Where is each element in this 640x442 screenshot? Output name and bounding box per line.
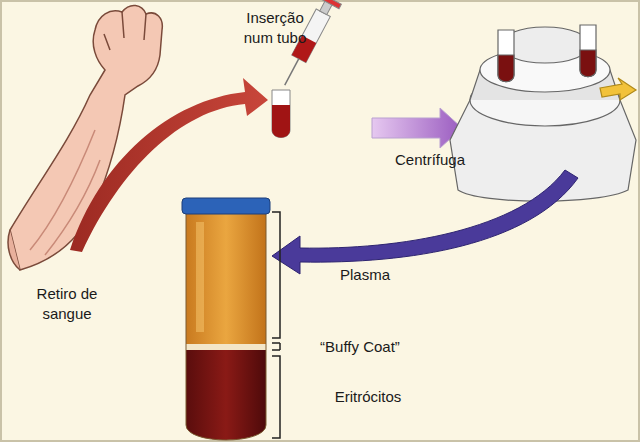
test-tube: [272, 90, 290, 138]
separated-blood-tube: [182, 198, 270, 440]
flow-arrow: [372, 108, 462, 148]
step-label: Centrífuga: [380, 150, 480, 170]
layer-label: Plasma: [320, 265, 410, 285]
step-label: Inserção num tubo: [230, 8, 320, 47]
layer-label: Eritrócitos: [318, 387, 418, 407]
step-label: Retiro de sangue: [22, 284, 112, 323]
centrifuge: [450, 25, 636, 201]
layer-label: “Buffy Coat”: [300, 337, 420, 357]
flow-arrow: [272, 170, 578, 274]
bracket: [272, 212, 280, 438]
